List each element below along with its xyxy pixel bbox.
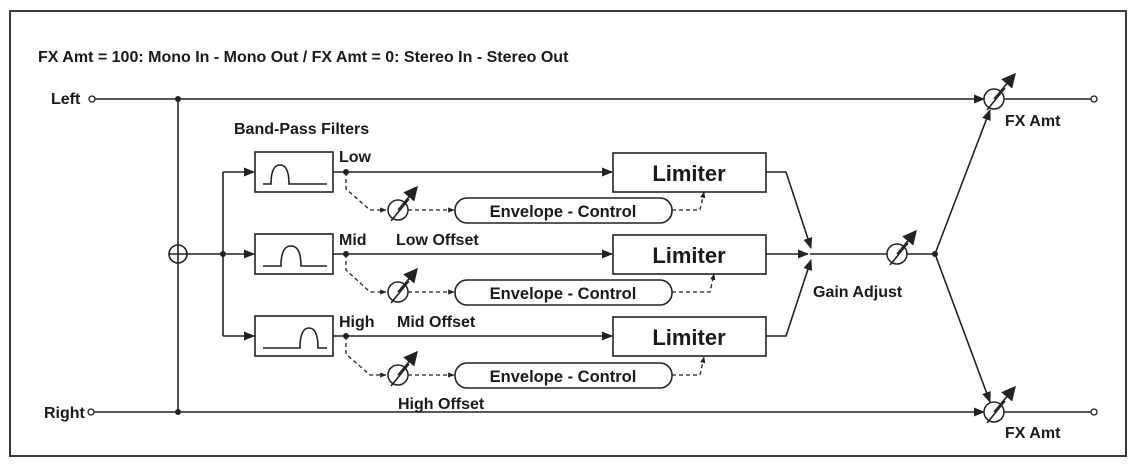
- fx-amt-right-knob-icon: [983, 385, 1016, 424]
- mid-band-curve-icon: [263, 245, 327, 267]
- low-band-curve-icon: [263, 164, 327, 185]
- right-input-jack-icon: [87, 408, 95, 416]
- right-input-label: Right: [44, 405, 86, 422]
- wet-to-left-line: [934, 108, 991, 255]
- low-offset-label: Low Offset: [396, 232, 479, 249]
- left-input-jack-icon: [88, 95, 96, 103]
- high-offset-knob-icon: [387, 350, 418, 387]
- mid-offset-knob-icon: [387, 267, 418, 304]
- mid-band-label: Mid: [339, 232, 367, 249]
- low-envelope-to-limiter: [672, 191, 706, 211]
- diagram-title: FX Amt = 100: Mono In - Mono Out / FX Am…: [38, 49, 569, 66]
- high-band-curve-icon: [263, 327, 327, 349]
- high-limiter-label: Limiter: [652, 325, 726, 350]
- high-limiter: [612, 316, 767, 357]
- mid-envelope-to-limiter: [672, 273, 716, 293]
- sum-node-icon: [168, 244, 188, 264]
- mid-band-pass-filter: [254, 233, 334, 275]
- fx-amt-right-label: FX Amt: [1005, 425, 1061, 442]
- band-pass-filters-title: Band-Pass Filters: [234, 121, 369, 138]
- high-band-label: High: [339, 314, 375, 331]
- mid-offset-label: Mid Offset: [397, 314, 476, 331]
- low-limiter-output: [766, 171, 813, 250]
- fx-amt-left-label: FX Amt: [1005, 113, 1061, 130]
- low-envelope-label: Envelope - Control: [490, 203, 637, 221]
- left-junction-dot: [175, 96, 181, 102]
- high-band-pass-filter: [254, 315, 334, 357]
- high-envelope-to-limiter: [672, 356, 706, 376]
- right-junction-dot: [175, 409, 181, 415]
- left-output-jack-icon: [1090, 95, 1098, 103]
- high-offset-label: High Offset: [398, 396, 485, 413]
- high-limiter-output: [766, 258, 813, 337]
- mid-limiter: [612, 234, 767, 275]
- wet-to-right-line: [934, 253, 991, 404]
- mid-limiter-label: Limiter: [652, 243, 726, 268]
- low-limiter-label: Limiter: [652, 161, 726, 186]
- low-band-pass-filter: [254, 151, 334, 193]
- low-offset-knob-icon: [387, 185, 418, 222]
- gain-adjust-knob-icon: [886, 229, 917, 266]
- mid-envelope-label: Envelope - Control: [490, 285, 637, 303]
- low-sidechain-path: [345, 172, 387, 213]
- high-sidechain-path: [345, 336, 387, 378]
- high-envelope-label: Envelope - Control: [490, 368, 637, 386]
- mid-sidechain-path: [345, 254, 387, 295]
- fx-amt-left-knob-icon: [983, 72, 1016, 111]
- low-limiter: [612, 152, 767, 193]
- gain-adjust-label: Gain Adjust: [813, 284, 903, 301]
- low-band-label: Low: [339, 149, 372, 166]
- left-input-label: Left: [51, 91, 81, 108]
- diagram-frame: [9, 10, 1127, 457]
- right-output-jack-icon: [1090, 408, 1098, 416]
